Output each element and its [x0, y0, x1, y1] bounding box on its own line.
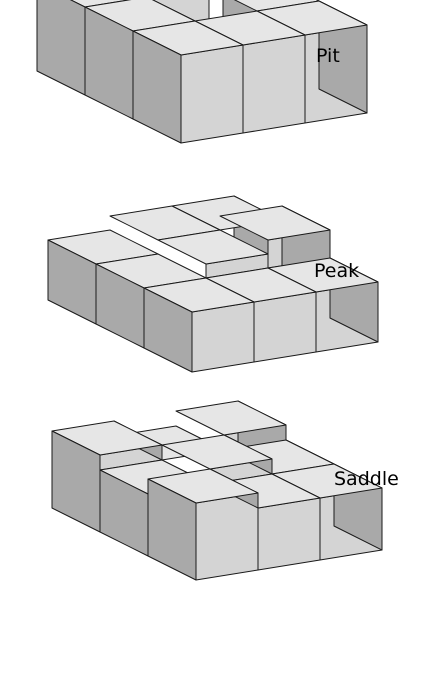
block-left-face [47, 239, 97, 325]
block-left-face [36, 0, 86, 96]
block-top-face [69, 0, 132, 8]
block-top-face [219, 205, 331, 241]
panel-pit: Pit [36, 0, 368, 144]
block-front-face [195, 492, 259, 581]
peak-label: Peak [314, 260, 359, 282]
block-front-face [242, 34, 306, 134]
saddle-blocks [51, 400, 383, 581]
peak-blocks [47, 195, 379, 373]
block-left-face [51, 430, 101, 533]
block-front-face [253, 291, 317, 363]
block-front-face [180, 44, 244, 144]
saddle-label: Saddle [334, 468, 399, 490]
panel-peak: Peak [47, 195, 379, 373]
block-front-face [191, 301, 255, 373]
panel-saddle: Saddle [51, 400, 399, 581]
block-top-face [161, 434, 273, 470]
block-top-face [157, 229, 269, 265]
block-front-face [257, 497, 321, 571]
pit-blocks [36, 0, 368, 144]
pit-label: Pit [316, 45, 340, 67]
block-top-face [175, 400, 287, 436]
